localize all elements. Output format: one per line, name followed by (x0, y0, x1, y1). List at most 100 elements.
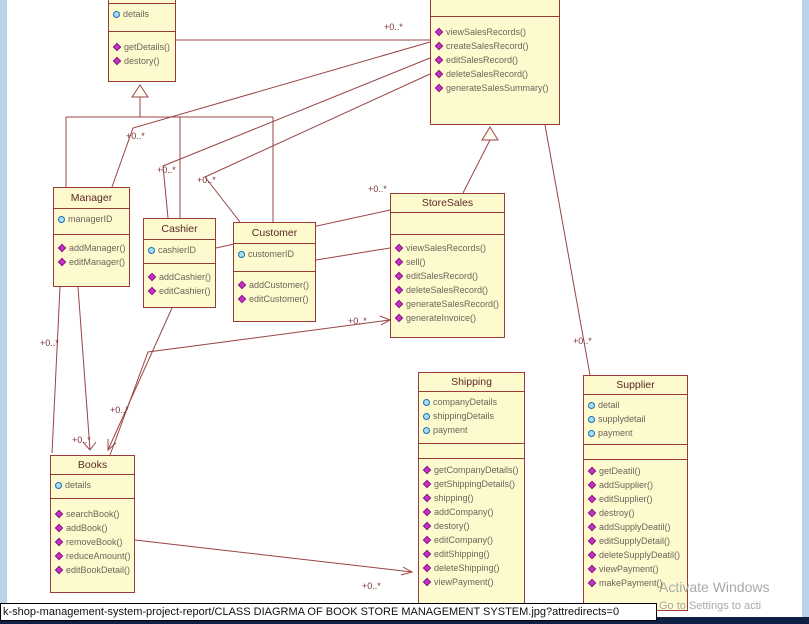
member-text: getShippingDetails() (434, 479, 516, 489)
member-text: editSupplyDetail() (599, 536, 671, 546)
member-text: customerID (248, 249, 295, 259)
page-left-margin (0, 0, 7, 618)
member-text: details (65, 480, 92, 490)
methods-compartment: getDeatil()addSupplier()editSupplier()de… (584, 460, 687, 610)
method-icon (587, 494, 597, 504)
method-icon (434, 27, 444, 37)
method-icon (54, 537, 64, 547)
attribute-icon (588, 401, 595, 409)
methods-compartment: viewSalesRecords()createSalesRecord()edi… (431, 17, 559, 124)
member-text: editShipping() (434, 549, 490, 559)
attribute-icon (113, 10, 120, 18)
member-text: generateSalesSummary() (446, 83, 549, 93)
method-row: addCashier() (144, 270, 215, 284)
method-row: sell() (391, 255, 504, 269)
attribute-row: payment (584, 426, 687, 440)
multiplicity-label: +0..* (72, 435, 91, 445)
uml-class-cashier: Cashier cashierID addCashier() editCashier(… (143, 218, 216, 308)
attributes-compartment: cashierID (144, 240, 215, 264)
member-text: deleteSalesRecord() (406, 285, 489, 295)
method-row: destory() (109, 54, 175, 68)
attributes-compartment: details (109, 4, 175, 32)
method-icon (147, 286, 157, 296)
method-icon (394, 285, 404, 295)
method-icon (422, 549, 432, 559)
methods-compartment: viewSalesRecords()sell()editSalesRecord(… (391, 235, 504, 337)
method-row: deleteSalesRecord() (431, 67, 559, 81)
attribute-row: salesRecords (431, 0, 559, 3)
member-text: details (123, 9, 150, 19)
method-row: getDeatil() (584, 464, 687, 478)
method-icon (394, 299, 404, 309)
member-text: viewSalesRecords() (446, 27, 527, 37)
class-title: Customer (234, 223, 315, 244)
member-text: deleteSalesRecord() (446, 69, 529, 79)
member-text: generateInvoice() (406, 313, 477, 323)
empty-compartment (419, 444, 524, 459)
method-row: getShippingDetails() (419, 477, 524, 491)
status-bar-link-text: k-shop-management-system-project-report/… (3, 606, 620, 618)
method-row: destory() (419, 519, 524, 533)
member-text: sell() (406, 257, 426, 267)
member-text: editSalesRecord() (406, 271, 479, 281)
member-text: getDetails() (124, 42, 171, 52)
method-icon (422, 577, 432, 587)
status-bar: k-shop-management-system-project-report/… (0, 603, 657, 621)
member-text: detail (598, 400, 620, 410)
method-icon (112, 42, 122, 52)
method-icon (54, 523, 64, 533)
member-text: viewPayment() (434, 577, 494, 587)
attribute-row: details (109, 7, 175, 21)
attributes-compartment (391, 213, 504, 235)
method-row: createSalesRecord() (431, 39, 559, 53)
uml-class-salesrecords: salesRecords viewSalesRecords() createSale… (430, 0, 560, 125)
multiplicity-label: +0..* (362, 581, 381, 591)
attribute-icon (588, 415, 595, 423)
method-icon (54, 551, 64, 561)
method-row: editSalesRecord() (391, 269, 504, 283)
member-text: shipping() (434, 493, 474, 503)
method-icon (54, 509, 64, 519)
method-row: editSupplyDetail() (584, 534, 687, 548)
method-row: editCustomer() (234, 292, 315, 306)
method-row: generateSalesRecord() (391, 297, 504, 311)
method-row: deleteSupplyDeatil() (584, 548, 687, 562)
multiplicity-label: +0..* (384, 22, 403, 32)
member-text: addCompany() (434, 507, 494, 517)
method-row: editCashier() (144, 284, 215, 298)
method-icon (237, 280, 247, 290)
method-row: editBookDetail() (51, 563, 134, 577)
member-text: cashierID (158, 245, 197, 255)
attribute-icon (423, 426, 430, 434)
member-text: viewPayment() (599, 564, 659, 574)
method-row: viewSalesRecords() (431, 25, 559, 39)
attribute-row: shippingDetails (419, 409, 524, 423)
method-icon (587, 536, 597, 546)
method-row: getDetails() (109, 40, 175, 54)
member-text: managerID (68, 214, 113, 224)
methods-compartment: addManager()editManager() (54, 235, 129, 286)
method-icon (54, 565, 64, 575)
method-icon (237, 294, 247, 304)
class-title: StoreSales (391, 194, 504, 213)
class-title: Cashier (144, 219, 215, 240)
methods-compartment: getCompanyDetails()getShippingDetails()s… (419, 459, 524, 607)
member-text: addCashier() (159, 272, 212, 282)
method-icon (434, 41, 444, 51)
member-text: makePayment() (599, 578, 663, 588)
member-text: addSupplyDeatil() (599, 522, 671, 532)
member-text: companyDetails (433, 397, 498, 407)
multiplicity-label: +0..* (368, 184, 387, 194)
method-row: editSupplier() (584, 492, 687, 506)
method-row: deleteSalesRecord() (391, 283, 504, 297)
attributes-compartment: customerID (234, 244, 315, 272)
method-icon (394, 257, 404, 267)
member-text: payment (598, 428, 633, 438)
method-icon (434, 69, 444, 79)
attribute-icon (55, 481, 62, 489)
